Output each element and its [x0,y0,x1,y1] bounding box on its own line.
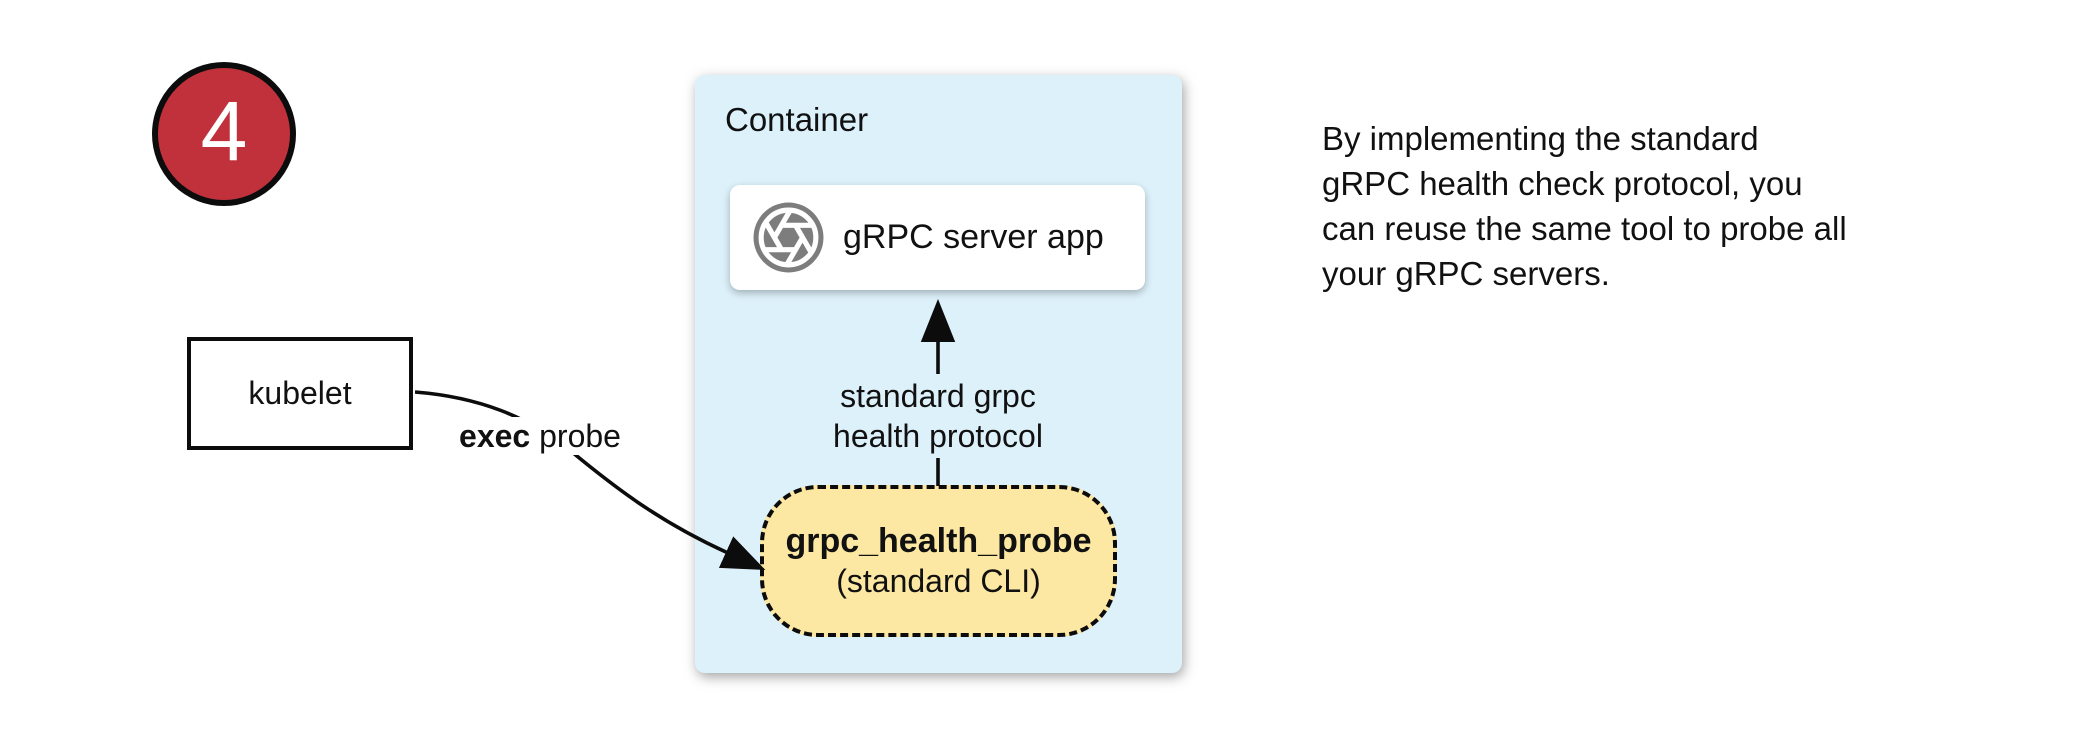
container-title: Container [725,101,869,138]
grpc-health-probe-box: grpc_health_probe (standard CLI) [760,485,1117,637]
exec-probe-arrow-label: exec probe [449,417,631,455]
aperture-icon [752,201,825,274]
grpc-server-app-label: gRPC server app [843,218,1104,256]
exec-probe-label-bold: exec [459,418,531,454]
grpc-server-app-box: gRPC server app [730,185,1145,290]
step-number: 4 [200,84,248,178]
kubelet-box: kubelet [187,337,413,450]
kubelet-label: kubelet [248,375,352,411]
grpc-health-probe-subtitle: (standard CLI) [836,563,1041,600]
step-number-badge: 4 [152,62,296,206]
health-protocol-arrow-label: standard grpc health protocol [823,374,1053,458]
note-paragraph: By implementing the standard gRPC health… [1322,120,1847,292]
grpc-health-probe-title: grpc_health_probe [785,522,1092,561]
exec-probe-label-rest: probe [530,418,621,454]
